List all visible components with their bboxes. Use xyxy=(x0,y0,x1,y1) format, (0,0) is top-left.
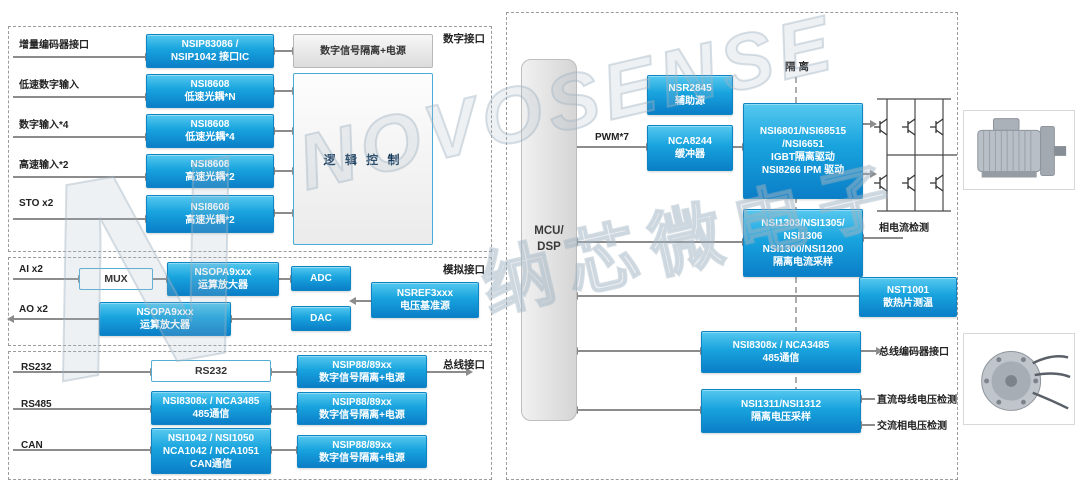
arrow-row1-link xyxy=(268,87,299,95)
digital-section-label: 数字接口 xyxy=(443,33,485,45)
analog-section-label: 模拟接口 xyxy=(443,264,485,276)
chip-nsi8608-highspeed-2b: NSI8608 高速光耦*2 xyxy=(146,195,274,233)
chip-nsi8608-lowspeed-n: NSI8608 低速光耦*N xyxy=(146,74,274,108)
temp-sensor-box: NST1001 散热片测温 xyxy=(859,277,957,317)
servo-motor-image xyxy=(963,333,1075,425)
input-label-rs232: RS232 xyxy=(21,362,52,373)
arrow-ao-out xyxy=(7,315,99,323)
arrow-rs232-link xyxy=(265,368,303,376)
logic-control-box: 逻 辑 控 制 xyxy=(293,73,433,245)
arrow-row4-link xyxy=(268,209,299,217)
arrow-mcu-485 xyxy=(571,347,707,355)
bus-encoder-label: 总线编码器接口 xyxy=(879,347,949,358)
arrow-driver-bridge-top xyxy=(863,120,877,128)
chip-can-box: NSI1042 / NSI1050 NCA1042 / NCA1051 CAN通… xyxy=(151,428,271,474)
ac-phase-voltage-label: 交流相电压检测 xyxy=(877,421,947,432)
arrow-dac-opamp xyxy=(225,315,291,323)
arrow-mux-opamp xyxy=(153,275,173,283)
buffer-box: NCA8244 缓冲器 xyxy=(647,125,733,171)
arrow-pwm xyxy=(577,143,653,151)
chip-nsi8608-highspeed-2a: NSI8608 高速光耦*2 xyxy=(146,154,274,188)
chip-485-box: NSI8308x / NCA3485 485通信 xyxy=(151,391,271,425)
mcu-dsp-box: MCU/ DSP xyxy=(521,59,577,421)
dac-box: DAC xyxy=(291,306,351,331)
arrow-ac-voltage xyxy=(855,421,875,429)
power-drive-section: MCU/ DSP PWM*7 NSR2845 辅助源 NCA8244 缓冲器 隔… xyxy=(506,12,958,480)
input-label-sto: STO x2 xyxy=(19,198,54,209)
arrow-opamp-adc xyxy=(279,275,297,283)
current-sense-box: NSI1303/NSI1305/ NSI1306 NSI1300/NSI1200… xyxy=(743,209,863,277)
opamp-out-box: NSOPA9xxx 运算放大器 xyxy=(99,302,231,336)
bus-interface-section: 总线接口 RS232 RS232 NSIP88/89xx 数字信号隔离+电源 R… xyxy=(8,351,492,480)
arrow-encoder-in xyxy=(13,53,152,61)
chip-nsi8608-lowspeed-4: NSI8608 低速光耦*4 xyxy=(146,114,274,148)
isolation-label: 隔 离 xyxy=(785,61,809,73)
opamp-in-box: NSOPA9xxx 运算放大器 xyxy=(167,262,279,296)
vref-box: NSREF3xxx 电压基准源 xyxy=(371,282,479,318)
analog-interface-section: 模拟接口 AI x2 MUX NSOPA9xxx 运算放大器 ADC AO x2… xyxy=(7,257,492,346)
aux-supply-box: NSR2845 辅助源 xyxy=(647,75,733,115)
adc-box: ADC xyxy=(291,266,351,291)
arrow-buffer-driver xyxy=(733,143,749,151)
arrow-mcu-current xyxy=(571,238,749,246)
digital-isolation-power-box: 数字信号隔离+电源 xyxy=(293,34,433,68)
input-label-encoder: 增量编码器接口 xyxy=(19,40,89,51)
digital-interface-section: 数字接口 增量编码器接口 NSIP83086 / NSIP1042 接口IC 低… xyxy=(8,26,492,252)
arrow-digital4-in xyxy=(13,133,152,141)
igbt-bridge-icon xyxy=(871,89,957,221)
arrow-vref xyxy=(349,297,371,305)
arrow-row0-link xyxy=(268,47,299,55)
input-label-digital4: 数字输入*4 xyxy=(19,120,69,131)
arrow-highspeed-in xyxy=(13,173,152,181)
arrow-row2-link xyxy=(268,127,299,135)
arrow-bus-out xyxy=(427,368,473,376)
iso-can-box: NSIP88/89xx 数字信号隔离+电源 xyxy=(297,435,427,468)
dc-bus-voltage-label: 直流母线电压检测 xyxy=(877,395,957,406)
arrow-485-encoder xyxy=(861,347,883,355)
arrow-dc-voltage xyxy=(855,395,875,403)
bus-section-label: 总线接口 xyxy=(443,359,485,371)
comm-485-box: NSI8308x / NCA3485 485通信 xyxy=(701,331,861,373)
pwm-label: PWM*7 xyxy=(595,132,629,143)
iso-rs485-box: NSIP88/89xx 数字信号隔离+电源 xyxy=(297,392,427,425)
arrow-sto-in xyxy=(13,215,152,223)
output-label-ao: AO x2 xyxy=(19,304,48,315)
input-label-can: CAN xyxy=(21,440,43,451)
arrow-phase-current xyxy=(857,234,903,242)
mux-box: MUX xyxy=(79,268,153,290)
chip-nsip83086: NSIP83086 / NSIP1042 接口IC xyxy=(146,34,274,68)
iso-rs232-box: NSIP88/89xx 数字信号隔离+电源 xyxy=(297,355,427,388)
voltage-sense-box: NSI1311/NSI1312 隔离电压采样 xyxy=(701,389,861,433)
rs232-transceiver-box: RS232 xyxy=(151,360,271,382)
gate-driver-box: NSI6801/NSI68515 /NSI6651 IGBT隔离驱动 NSI82… xyxy=(743,103,863,199)
arrow-driver-bridge-bottom xyxy=(863,170,877,178)
input-label-rs485: RS485 xyxy=(21,399,52,410)
arrow-temp-mcu xyxy=(571,292,859,300)
induction-motor-image xyxy=(963,110,1075,190)
arrow-row3-link xyxy=(268,167,299,175)
arrow-lowspeed-in xyxy=(13,93,152,101)
arrow-mcu-voltage xyxy=(571,406,707,414)
input-label-ai: AI x2 xyxy=(19,264,43,275)
arrow-ai-in xyxy=(13,275,85,283)
phase-current-label: 相电流检测 xyxy=(879,223,929,234)
input-label-highspeed2: 高速输入*2 xyxy=(19,160,69,171)
arrow-can-link xyxy=(265,446,303,454)
arrow-rs485-link xyxy=(265,405,303,413)
input-label-lowspeed: 低速数字输入 xyxy=(19,80,79,91)
